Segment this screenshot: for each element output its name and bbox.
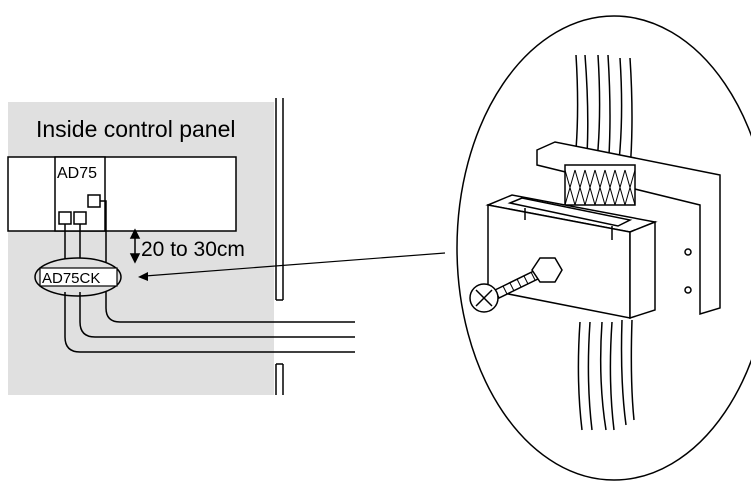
module-rail xyxy=(7,156,237,232)
distance-dimension xyxy=(129,228,141,264)
clamp-label-box xyxy=(39,267,118,287)
leader-arrowhead xyxy=(138,272,148,281)
connector-3 xyxy=(87,194,101,208)
distance-label: 20 to 30cm xyxy=(141,238,245,261)
leader-line xyxy=(144,252,446,277)
connector-2 xyxy=(73,211,87,225)
connector-1 xyxy=(58,211,72,225)
module-label: AD75 xyxy=(57,165,97,182)
clamp-detail xyxy=(469,54,721,431)
clamp-label: AD75CK xyxy=(42,270,100,287)
panel-label: Inside control panel xyxy=(36,116,235,142)
panel-edge xyxy=(275,98,284,395)
outgoing-cables xyxy=(64,292,355,353)
control-panel-area xyxy=(8,102,274,395)
module-cables xyxy=(64,200,107,262)
